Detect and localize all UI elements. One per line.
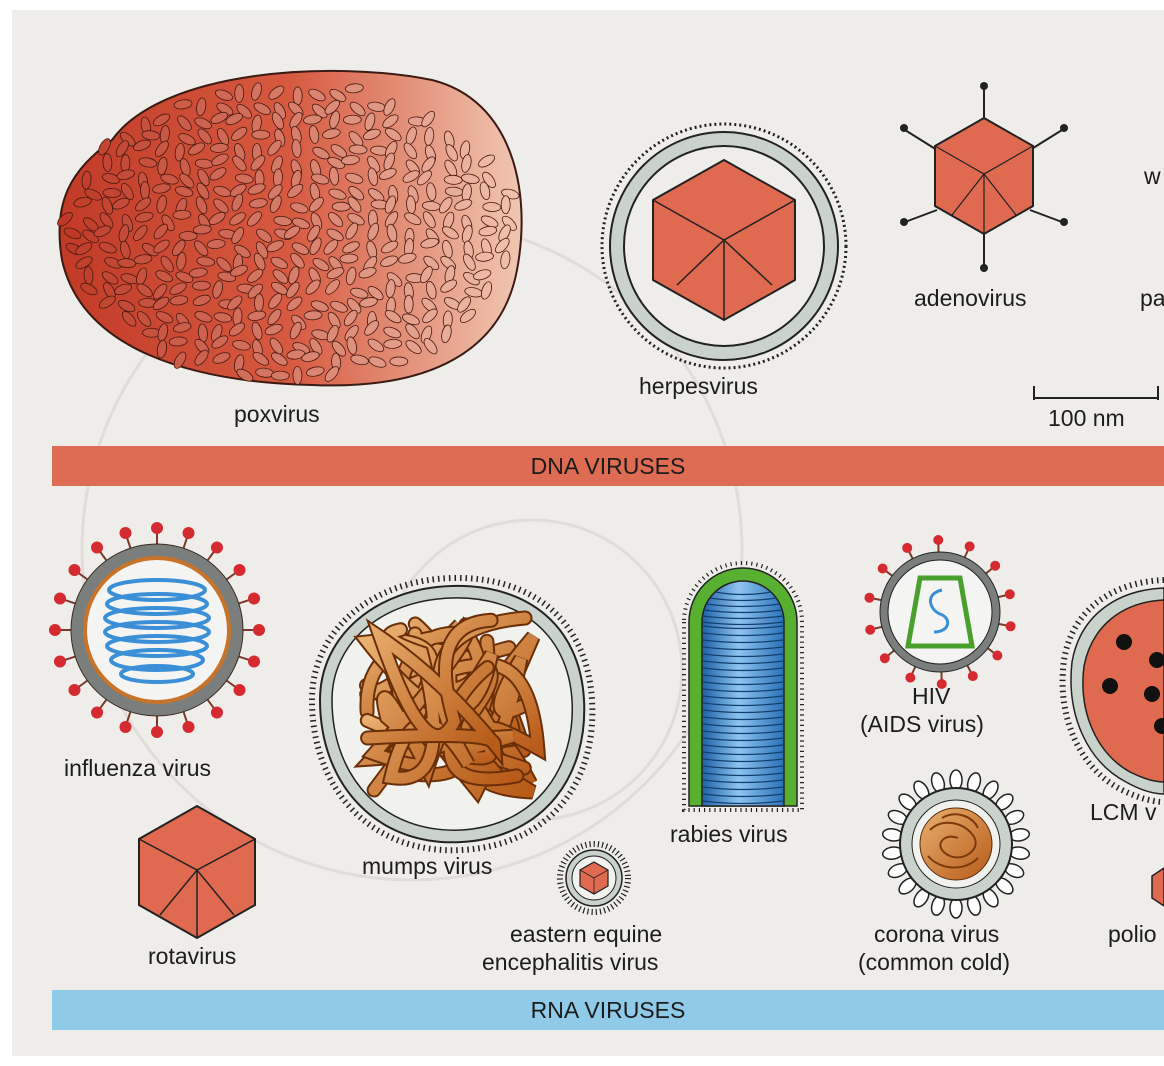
influenza-spike-head: [211, 707, 223, 719]
eee-label-line2: encephalitis virus: [482, 948, 658, 977]
poxvirus-granule: [235, 84, 244, 102]
influenza-spike-head: [248, 592, 260, 604]
hiv-label-line1: HIV: [912, 682, 950, 711]
herpesvirus-shape: [602, 124, 846, 368]
influenza-spike-head: [211, 541, 223, 553]
poxvirus-granule: [293, 366, 302, 384]
hiv-spike-head: [933, 535, 943, 545]
poxvirus-granule: [404, 295, 413, 313]
poxvirus-granule: [252, 130, 270, 139]
lcm-label: LCM v: [1090, 798, 1156, 827]
influenza-spike-head: [68, 564, 80, 576]
mumps-nucleocapsid: [367, 618, 538, 792]
rna-viruses-banner: RNA VIRUSES: [52, 990, 1164, 1030]
poxvirus-granule: [179, 231, 197, 240]
virus-diagram: poxvirus herpesvirus adenovirus w pa 100…: [12, 10, 1164, 1056]
hiv-spike-head: [864, 593, 874, 603]
corona-label-line2: (common cold): [858, 948, 1010, 977]
hiv-spike-head: [992, 651, 1002, 661]
poxvirus-granule: [343, 115, 361, 125]
cut-label-top: w: [1144, 162, 1161, 191]
adenovirus-label: adenovirus: [914, 284, 1027, 313]
poxvirus-granule: [192, 281, 210, 291]
hiv-spike-head: [880, 653, 890, 663]
polio-label: polio: [1108, 920, 1157, 949]
influenza-spike-head: [253, 624, 265, 636]
hiv-spike-head: [865, 625, 875, 635]
corona-label-line1: corona virus: [874, 920, 999, 949]
adenovirus-shape: [900, 82, 1068, 272]
rotavirus-label: rotavirus: [148, 942, 236, 971]
poxvirus-granule: [254, 294, 264, 312]
cut-label-bottom: pa: [1140, 284, 1164, 313]
influenza-spike-head: [68, 684, 80, 696]
poxvirus-label: poxvirus: [234, 400, 320, 429]
mumps-label: mumps virus: [362, 852, 492, 881]
influenza-spike-head: [54, 592, 66, 604]
rabies-virus-shape: [684, 563, 802, 810]
rotavirus-shape: [139, 806, 255, 938]
poxvirus-granule: [390, 357, 408, 366]
corona-virus-shape: [882, 770, 1030, 918]
influenza-spike-head: [183, 721, 195, 733]
influenza-spike-head: [151, 522, 163, 534]
poliovirus-shape: [1152, 868, 1164, 906]
hiv-spike-head: [1005, 589, 1015, 599]
hiv-spike-head: [902, 543, 912, 553]
poxvirus-granule: [501, 196, 510, 214]
eastern-equine-virus-shape: [560, 844, 628, 912]
influenza-spike-head: [234, 564, 246, 576]
influenza-spike-head: [91, 707, 103, 719]
poxvirus-granule: [293, 87, 302, 105]
lcm-virus-shape: [1063, 580, 1164, 802]
influenza-label: influenza virus: [64, 754, 211, 783]
influenza-spike-head: [248, 656, 260, 668]
influenza-spike-head: [119, 721, 131, 733]
mumps-virus-shape: [312, 578, 592, 850]
herpesvirus-label: herpesvirus: [639, 372, 758, 401]
hiv-spike-head: [968, 671, 978, 681]
eee-label-line1: eastern equine: [510, 920, 662, 949]
hiv-spike-head: [990, 561, 1000, 571]
influenza-spike-head: [151, 726, 163, 738]
poxvirus-granule: [140, 181, 149, 199]
poxvirus-granule: [103, 188, 121, 198]
hiv-shape: [864, 535, 1015, 689]
hiv-spike-head: [878, 563, 888, 573]
hiv-label-line2: (AIDS virus): [860, 710, 984, 739]
influenza-spike-head: [91, 541, 103, 553]
poxvirus-shape: [55, 71, 521, 386]
influenza-spike-head: [49, 624, 61, 636]
scale-bar: [1034, 386, 1158, 400]
poxvirus-granule: [271, 371, 289, 380]
influenza-spike-head: [183, 527, 195, 539]
influenza-spike-head: [234, 684, 246, 696]
scale-bar-label: 100 nm: [1048, 404, 1125, 433]
rabies-label: rabies virus: [670, 820, 788, 849]
dna-viruses-banner: DNA VIRUSES: [52, 446, 1164, 486]
hiv-spike-head: [1006, 621, 1016, 631]
influenza-spike-head: [54, 656, 66, 668]
hiv-spike-head: [965, 541, 975, 551]
influenza-spike-head: [119, 527, 131, 539]
poxvirus-granule: [332, 202, 350, 211]
